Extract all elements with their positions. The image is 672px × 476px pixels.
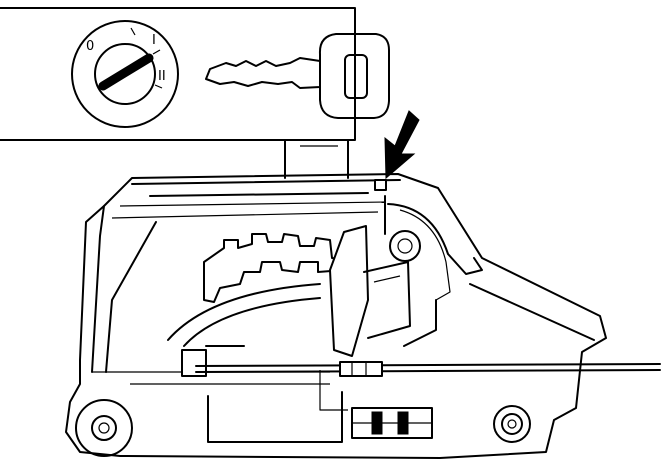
lever-slot [373, 275, 401, 283]
arrow-shape [384, 110, 420, 180]
lower-rib [319, 370, 348, 411]
lock-tick-2 [152, 49, 161, 55]
cable-adjuster [339, 361, 383, 377]
selector-lever [329, 225, 369, 357]
lock-cam [389, 230, 421, 262]
lock-label-off: 0 [86, 39, 94, 54]
left-rib [105, 221, 157, 373]
top-rail-3 [119, 201, 387, 207]
lock-keyway-slot [98, 53, 154, 91]
inset-panel: 0 I II [0, 7, 390, 141]
lock-label-on: II [158, 69, 166, 84]
inset-border [0, 7, 356, 141]
ignition-lock-cylinder: 0 I II [71, 20, 179, 128]
lock-tick-1 [130, 27, 136, 36]
cable-lower [195, 369, 661, 373]
lower-foot-plate [207, 391, 343, 443]
mount-boss-right [493, 405, 531, 443]
electrical-connector [351, 407, 433, 439]
key-head-slot [344, 54, 368, 99]
linking-strip [284, 139, 349, 179]
indicator-arrow [384, 110, 420, 180]
lever-housing [363, 261, 411, 339]
key-blade [205, 57, 321, 89]
cable-upper [195, 363, 661, 367]
top-rail-1 [131, 179, 401, 185]
shift-cable [195, 361, 661, 377]
top-rail-2 [149, 192, 369, 197]
ignition-key [205, 33, 390, 119]
left-wall-inner [91, 205, 105, 373]
housing-outline [65, 173, 607, 459]
lock-label-acc: I [152, 33, 156, 48]
right-taper-edge [469, 283, 595, 341]
right-shell-inner [399, 209, 451, 301]
lock-inner-ring [94, 43, 156, 105]
shifter-housing [65, 173, 607, 459]
lock-pin-head [374, 179, 387, 191]
detent-plate [203, 233, 345, 303]
gate-arc-inner [183, 297, 321, 347]
lock-outer-ring [71, 20, 179, 128]
gate-arc-outer [167, 283, 321, 341]
lock-tick-3 [154, 84, 163, 89]
top-rail-4 [111, 211, 379, 219]
right-shell-curve [387, 203, 483, 275]
mount-boss-left [75, 399, 133, 457]
key-head [318, 33, 390, 119]
cable-bracket [181, 349, 207, 377]
right-bracket [403, 299, 437, 347]
lock-cam-hub [397, 238, 413, 254]
